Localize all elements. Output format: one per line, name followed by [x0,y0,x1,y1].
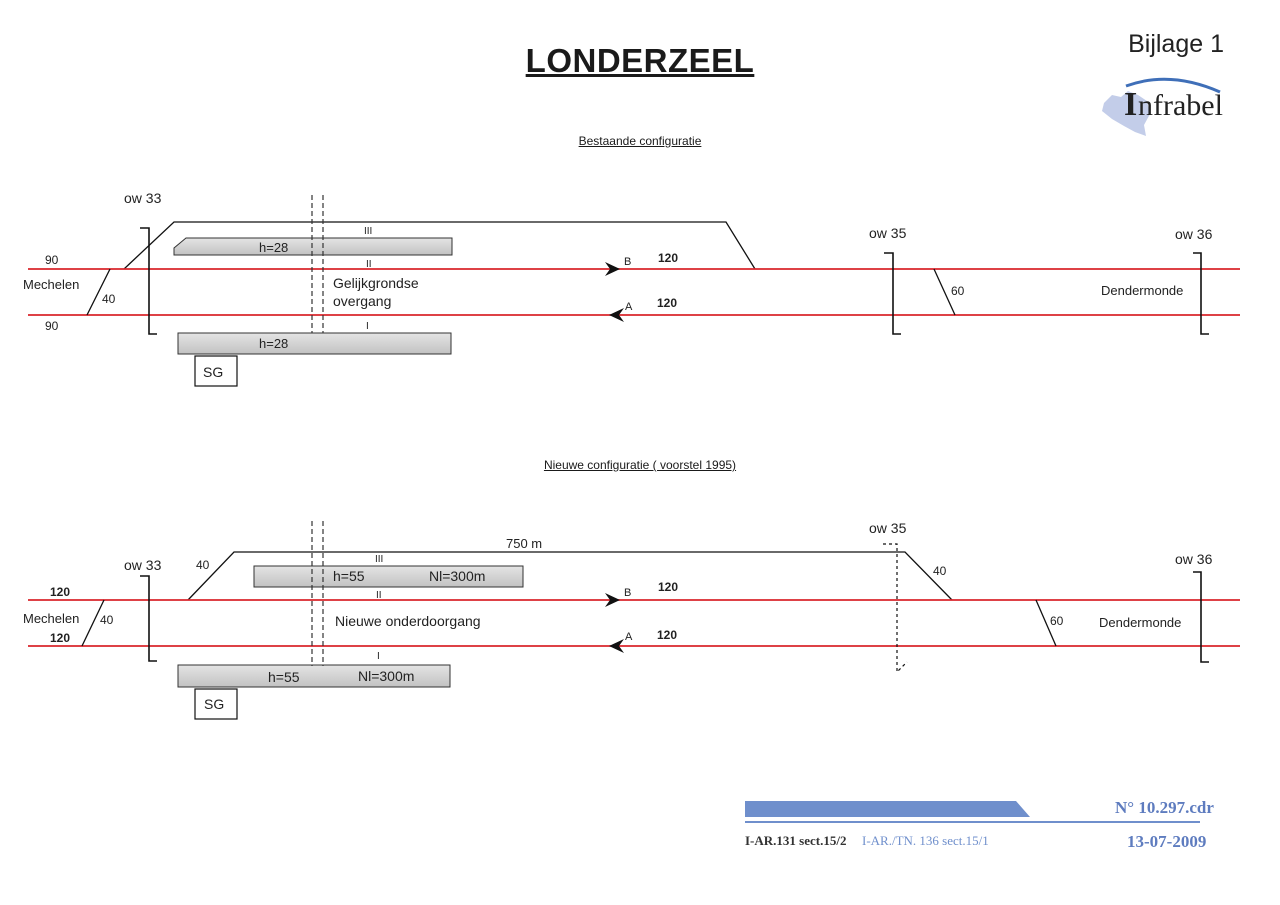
track-i-label: I [366,321,369,332]
direction-arrow-a-icon [609,639,624,653]
platform-bottom-label: h=28 [259,336,288,351]
speed-switch-right: 60 [951,284,965,298]
signal-ow36-icon [1193,252,1209,335]
speed-top-left: 120 [50,585,70,599]
platform-bottom-length: Nl=300m [358,668,414,684]
direction-arrow-a-icon [609,308,624,322]
direction-arrow-b-icon [605,593,620,607]
speed-switch-right: 60 [1050,614,1064,628]
footer-band [745,801,1030,817]
siding-length-label: 750 m [506,536,542,551]
signal-ow33-label: ow 33 [124,190,162,206]
new-config-subtitle: Nieuwe configuratie ( voorstel 1995) [543,458,737,472]
existing-configuration: ow 33 ow 35 ow 36 Mechelen Dendermonde 9… [23,190,1240,387]
platform-top-length: Nl=300m [429,568,485,584]
signal-ow33-icon [140,575,157,662]
station-right-label: Dendermonde [1099,615,1181,630]
track-iii-line [187,551,953,601]
signal-box-label: SG [204,696,224,712]
signal-ow35-label: ow 35 [869,225,907,241]
signal-ow36-label: ow 36 [1175,226,1213,242]
station-left-label: Mechelen [23,277,79,292]
signal-ow33-label: ow 33 [124,557,162,573]
platform-bottom [177,332,452,355]
station-right-label: Dendermonde [1101,283,1183,298]
platform-top-height: h=55 [333,568,365,584]
page-title: LONDERZEEL [525,42,755,79]
signal-ow33-icon [140,227,157,335]
signal-box-label: SG [203,364,223,380]
crossing-label-2: overgang [333,293,391,309]
reference-1: I-AR.131 sect.15/2 [745,833,846,848]
logo-text: nfrabel [1138,89,1223,122]
crossing-label-1: Gelijkgrondse [333,275,419,291]
speed-bottom-left: 90 [45,319,59,333]
crossover-left [81,599,105,647]
track-iii-label: III [375,554,383,565]
logo-swoosh-icon [1125,77,1221,94]
drawing-date: 13-07-2009 [1127,832,1206,851]
reference-2: I-AR./TN. 136 sect.15/1 [862,833,989,848]
signal-ow36-icon [1193,571,1209,663]
track-iii-label: III [364,226,372,237]
crossover-left [86,268,111,316]
speed-switch-left: 40 [100,613,114,627]
platform-top-label: h=28 [259,240,288,255]
track-i-label: I [377,651,380,662]
signal-ow35-label: ow 35 [869,520,907,536]
speed-switch-left: 40 [102,292,116,306]
station-left-label: Mechelen [23,611,79,626]
platform-top [253,565,524,588]
crossover-right [933,268,956,316]
platform-bottom [177,664,451,688]
title-block: N° 10.297.cdr 13-07-2009 I-AR.131 sect.1… [745,798,1214,851]
signal-ow36-label: ow 36 [1175,551,1213,567]
direction-arrow-b-icon [605,262,620,276]
annex-label: Bijlage 1 [1128,30,1224,58]
logo-initial: I [1124,86,1137,123]
track-a-speed: 120 [657,296,677,310]
track-b-speed: 120 [658,251,678,265]
belgium-map-icon [1102,91,1150,136]
track-b-label: B [624,587,631,599]
speed-bottom-left: 120 [50,631,70,645]
signal-ow35-icon [884,252,901,335]
track-ii-label: II [366,259,372,270]
speed-siding-right: 40 [933,564,947,578]
track-b-speed: 120 [658,580,678,594]
signal-ow35-icon [883,543,908,674]
speed-top-left: 90 [45,253,59,267]
platform-top [173,237,453,256]
track-a-label: A [625,301,633,313]
signal-box [194,355,238,387]
track-a-speed: 120 [657,628,677,642]
underpass-label: Nieuwe onderdoorgang [335,613,481,629]
signal-box [194,688,238,720]
drawing-number: N° 10.297.cdr [1115,798,1214,817]
infrabel-logo: I nfrabel [1102,77,1223,136]
existing-config-subtitle: Bestaande configuratie [578,134,702,148]
track-a-label: A [625,631,633,643]
speed-siding-left: 40 [196,558,210,572]
crossover-right [1035,599,1057,647]
track-ii-label: II [376,590,382,601]
new-configuration: ow 33 ow 35 ow 36 Mechelen Dendermonde 1… [23,520,1240,720]
platform-bottom-height: h=55 [268,669,300,685]
track-b-label: B [624,256,631,268]
